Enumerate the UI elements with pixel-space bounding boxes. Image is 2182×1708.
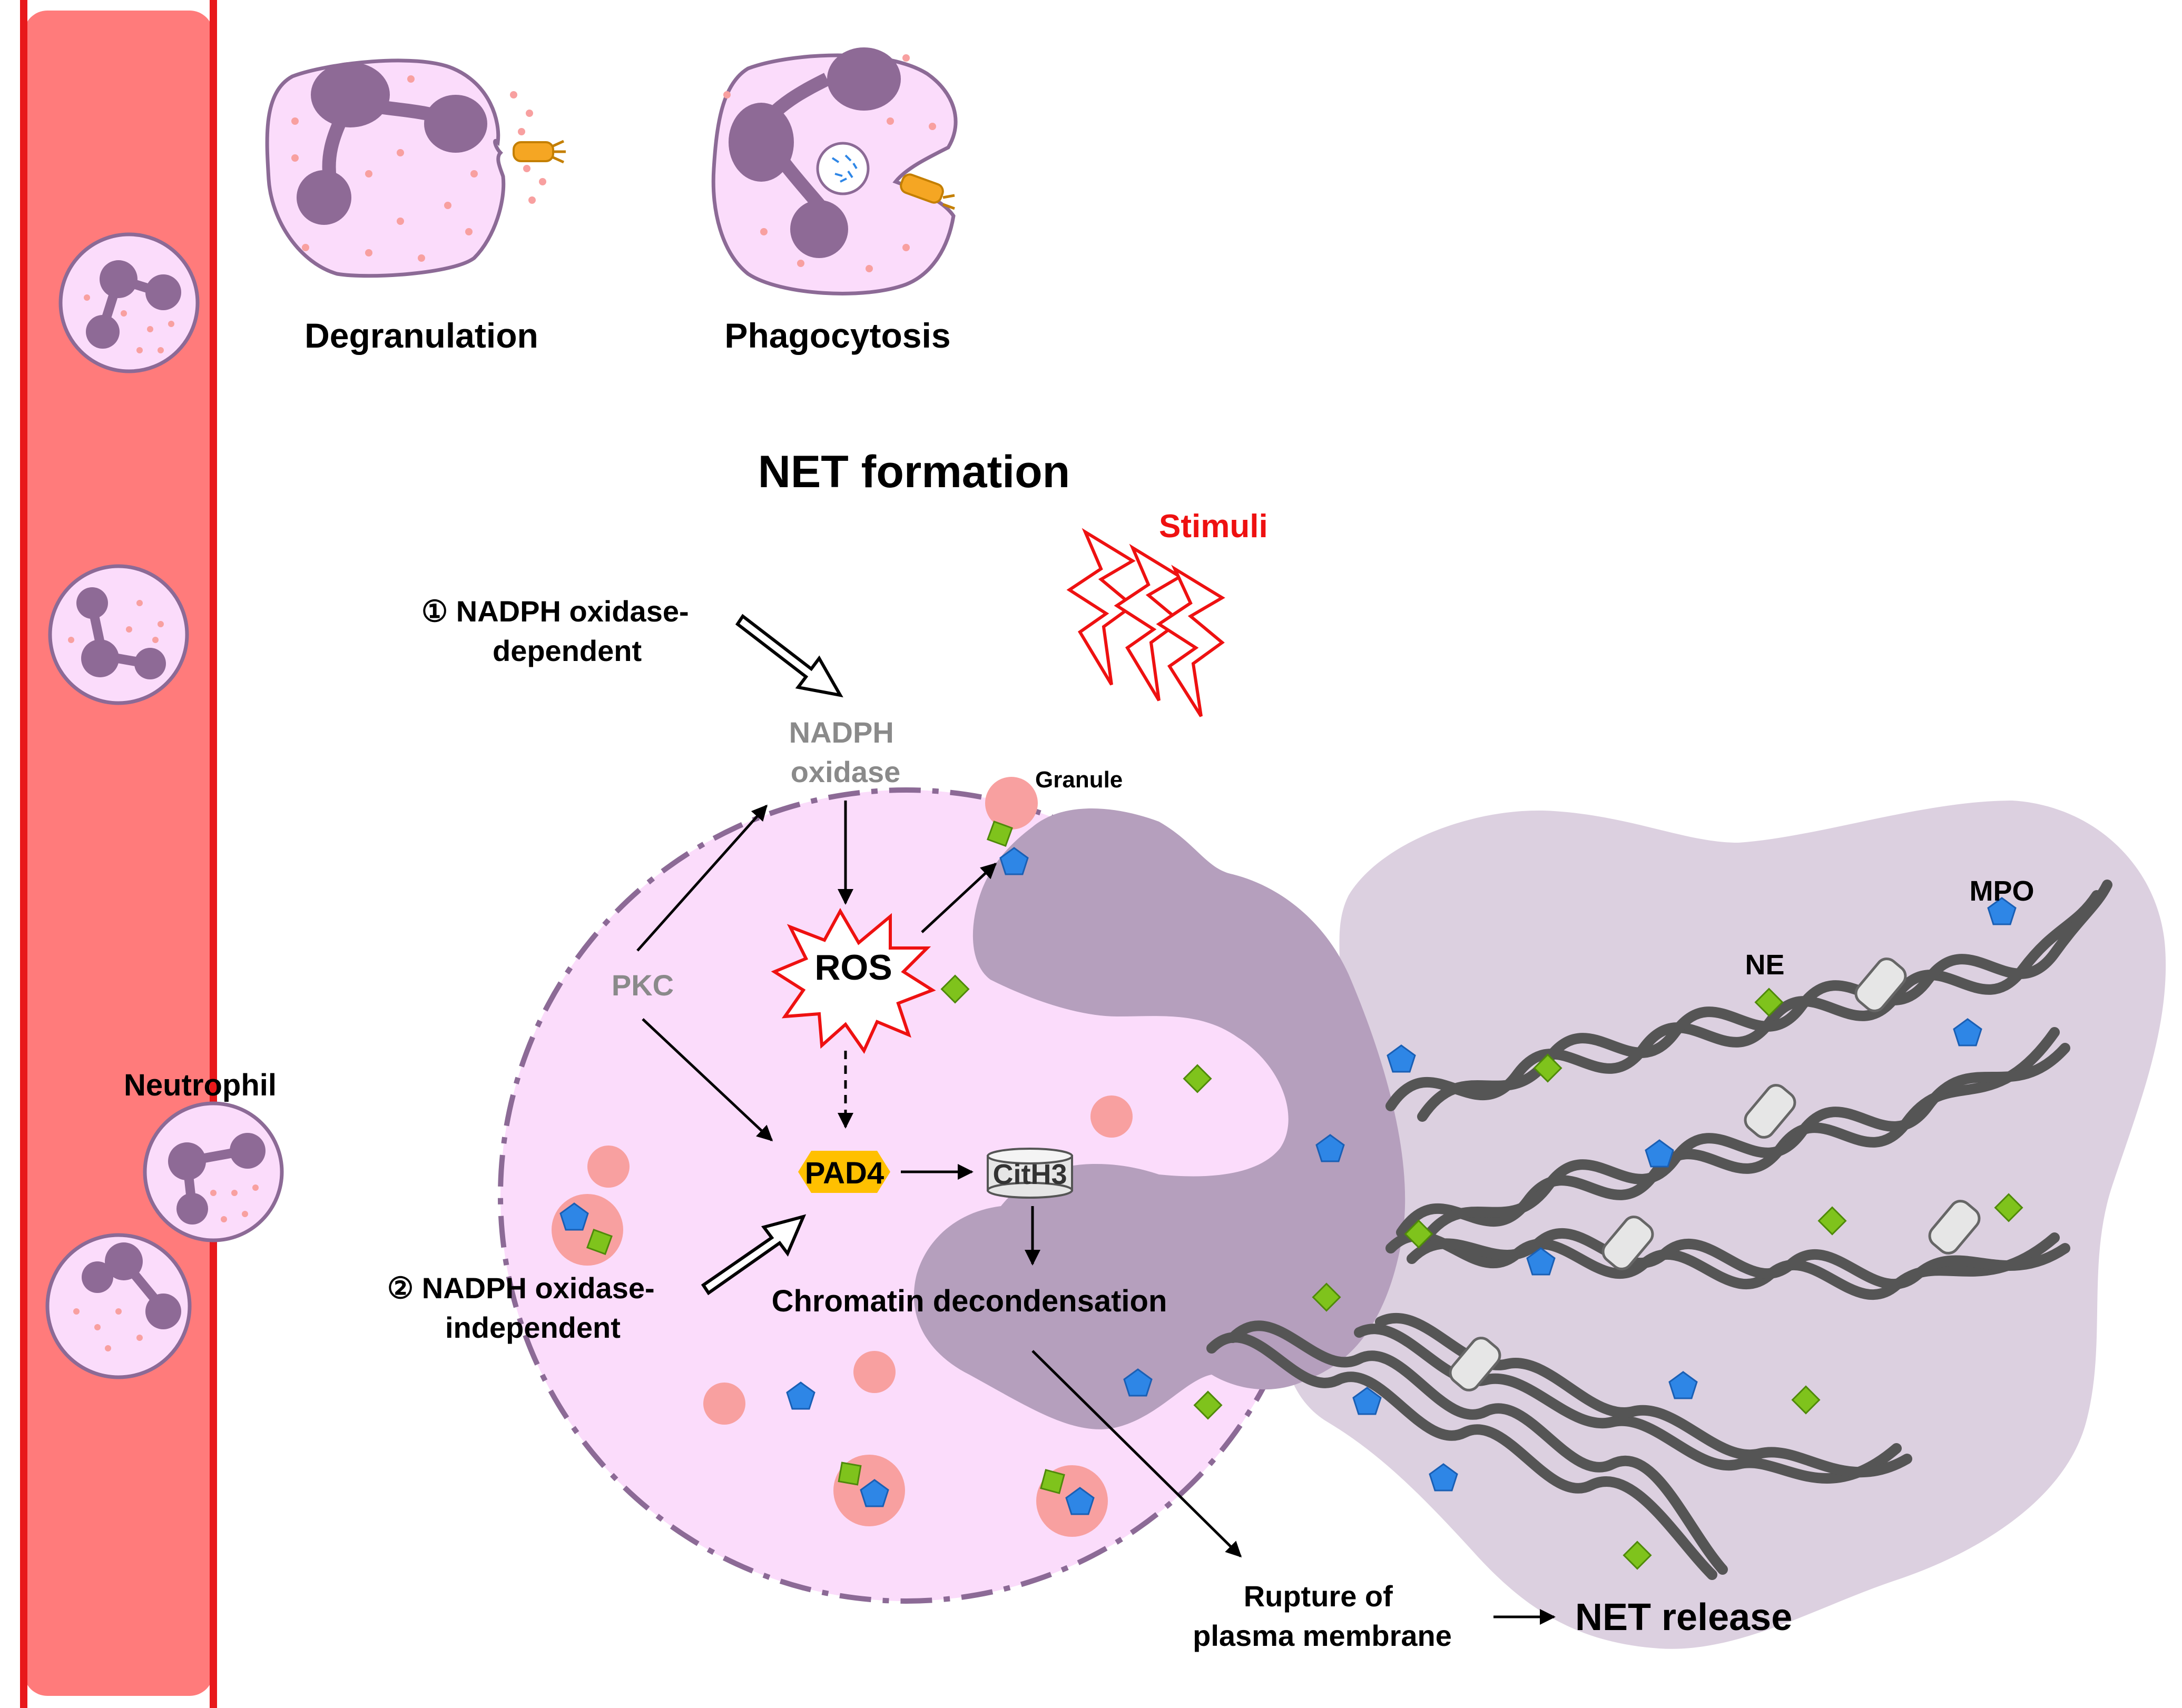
pkc-label: PKC xyxy=(612,969,674,1002)
bacterium-icon xyxy=(900,173,955,210)
phagocytosis-cell xyxy=(711,47,958,295)
pathway-arrows xyxy=(636,801,1556,1625)
cith3-label: CitH3 xyxy=(992,1159,1067,1190)
granule-label: Granule xyxy=(1035,767,1123,793)
chromatin-label: Chromatin decondensation xyxy=(772,1284,1167,1318)
bacterium-icon xyxy=(513,140,566,164)
pathway2-line1: ② NADPH oxidase- xyxy=(387,1271,655,1305)
ros-label: ROS xyxy=(814,947,892,988)
net-release-label: NET release xyxy=(1575,1596,1792,1638)
stimuli-label: Stimuli xyxy=(1159,508,1268,545)
activated-neutrophil xyxy=(498,787,1405,1604)
pathway1-label: ① NADPH oxidase- dependent xyxy=(421,595,697,667)
circulating-neutrophil xyxy=(45,1233,192,1379)
net-formation-title: NET formation xyxy=(758,447,1070,497)
nadph-line2: oxidase xyxy=(791,755,901,788)
pathway1-hollow-arrow xyxy=(735,614,843,698)
ros-burst-icon xyxy=(771,907,936,1054)
rupture-label: Rupture of plasma membrane xyxy=(1193,1579,1452,1652)
pad4-icon xyxy=(798,1151,890,1193)
degranulation-label: Degranulation xyxy=(304,316,538,355)
nadph-oxidase-label: NADPH oxidase xyxy=(789,716,902,788)
ne-label: NE xyxy=(1745,949,1784,981)
nucleus xyxy=(913,808,1405,1429)
rupture-line1: Rupture of xyxy=(1244,1579,1393,1613)
nadph-line1: NADPH xyxy=(789,716,894,749)
mpo-label: MPO xyxy=(1969,875,2034,907)
ne-marker xyxy=(586,821,2023,1570)
phagocytosis-label: Phagocytosis xyxy=(724,316,950,355)
pathway1-line1: ① NADPH oxidase- xyxy=(421,595,689,628)
degranulation-cell xyxy=(265,58,546,278)
stimuli-icon xyxy=(1066,528,1225,717)
circulating-neutrophil xyxy=(48,564,189,705)
mpo-marker xyxy=(559,847,2017,1515)
dna-strands xyxy=(1206,880,2112,1580)
rupture-line2: plasma membrane xyxy=(1193,1619,1452,1652)
pathway2-label: ② NADPH oxidase- independent xyxy=(387,1271,663,1344)
cith3-icon xyxy=(987,1148,1073,1199)
circulating-neutrophil xyxy=(143,1101,284,1242)
pad4-label: PAD4 xyxy=(805,1156,884,1190)
histone-icon xyxy=(1449,957,1981,1391)
neutrophil-label: Neutrophil xyxy=(124,1068,277,1102)
pathway2-hollow-arrow xyxy=(701,1214,807,1296)
pathway2-line2: independent xyxy=(445,1311,621,1344)
pathway1-line2: dependent xyxy=(493,634,642,667)
circulating-neutrophil xyxy=(58,232,200,373)
